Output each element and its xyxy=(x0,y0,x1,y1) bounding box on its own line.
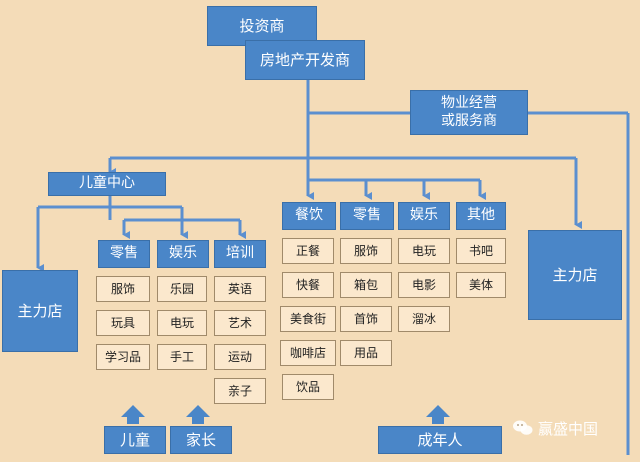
anchor-store-left: 主力店 xyxy=(2,270,78,352)
children-center-box: 儿童中心 xyxy=(48,172,166,196)
adult-group-label: 娱乐 xyxy=(410,207,438,224)
leaf-label: 运动 xyxy=(227,349,252,364)
child-group-retail: 零售 xyxy=(98,240,150,268)
leaf-item: 服饰 xyxy=(340,238,392,264)
leaf-label: 箱包 xyxy=(353,277,378,292)
adult-group-retail: 零售 xyxy=(340,202,394,230)
leaf-item: 亲子 xyxy=(214,378,266,404)
audience-child-label: 儿童 xyxy=(119,430,150,449)
leaf-item: 首饰 xyxy=(340,306,392,332)
investor-box: 投资商 xyxy=(207,6,317,46)
developer-box: 房地产开发商 xyxy=(245,40,365,80)
adult-group-dining: 餐饮 xyxy=(282,202,336,230)
leaf-label: 书吧 xyxy=(468,243,493,258)
property-mgmt-label: 物业经营 或服务商 xyxy=(441,95,497,129)
leaf-label: 美食街 xyxy=(289,311,326,326)
anchor-store-right-label: 主力店 xyxy=(552,265,598,284)
investor-label: 投资商 xyxy=(239,16,285,35)
leaf-label: 英语 xyxy=(227,281,252,296)
audience-parent-label: 家长 xyxy=(185,430,216,449)
leaf-item: 电影 xyxy=(398,272,450,298)
leaf-item: 快餐 xyxy=(282,272,334,298)
leaf-label: 艺术 xyxy=(227,315,252,330)
adult-group-label: 其他 xyxy=(467,207,495,224)
leaf-item: 箱包 xyxy=(340,272,392,298)
leaf-item: 玩具 xyxy=(96,310,150,336)
leaf-label: 手工 xyxy=(169,349,194,364)
audience-adult-label: 成年人 xyxy=(417,430,463,449)
parent-up-arrow xyxy=(186,405,210,424)
leaf-label: 服饰 xyxy=(353,243,378,258)
leaf-item: 艺术 xyxy=(214,310,266,336)
leaf-label: 玩具 xyxy=(110,315,135,330)
leaf-label: 快餐 xyxy=(295,277,320,292)
leaf-item: 手工 xyxy=(157,344,207,370)
child-group-training: 培训 xyxy=(214,240,266,268)
child-group-label: 培训 xyxy=(226,245,254,262)
audience-parent: 家长 xyxy=(170,426,232,454)
leaf-item: 运动 xyxy=(214,344,266,370)
leaf-label: 正餐 xyxy=(295,243,320,258)
leaf-label: 电玩 xyxy=(411,243,436,258)
leaf-item: 学习品 xyxy=(96,344,150,370)
watermark: 赢盛中国 xyxy=(512,416,632,440)
audience-adult: 成年人 xyxy=(378,426,502,454)
leaf-item: 电玩 xyxy=(398,238,450,264)
leaf-item: 正餐 xyxy=(282,238,334,264)
leaf-label: 用品 xyxy=(353,345,378,360)
leaf-label: 美体 xyxy=(468,277,493,292)
leaf-label: 电影 xyxy=(411,277,436,292)
adult-group-entertainment: 娱乐 xyxy=(398,202,450,230)
audience-child: 儿童 xyxy=(104,426,166,454)
anchor-store-right: 主力店 xyxy=(528,230,622,320)
leaf-label: 饮品 xyxy=(295,379,320,394)
adult-group-label: 零售 xyxy=(353,207,381,224)
child-up-arrow xyxy=(121,405,145,424)
property-mgmt-box: 物业经营 或服务商 xyxy=(410,90,528,135)
watermark-text: 赢盛中国 xyxy=(538,419,599,438)
leaf-label: 首饰 xyxy=(353,311,378,326)
leaf-item: 咖啡店 xyxy=(280,340,336,366)
leaf-label: 服饰 xyxy=(110,281,135,296)
adult-group-other: 其他 xyxy=(456,202,506,230)
child-group-label: 零售 xyxy=(110,245,138,262)
leaf-label: 溜冰 xyxy=(411,311,436,326)
leaf-item: 电玩 xyxy=(157,310,207,336)
leaf-label: 咖啡店 xyxy=(289,345,326,360)
leaf-item: 用品 xyxy=(340,340,392,366)
leaf-label: 亲子 xyxy=(227,383,252,398)
adult-up-arrow xyxy=(426,405,450,424)
leaf-item: 溜冰 xyxy=(398,306,450,332)
developer-label: 房地产开发商 xyxy=(259,50,350,69)
leaf-item: 美体 xyxy=(456,272,506,298)
adult-group-label: 餐饮 xyxy=(295,207,323,224)
leaf-item: 英语 xyxy=(214,276,266,302)
leaf-item: 服饰 xyxy=(96,276,150,302)
leaf-label: 乐园 xyxy=(169,281,194,296)
child-group-entertainment: 娱乐 xyxy=(157,240,209,268)
children-center-label: 儿童中心 xyxy=(79,175,135,192)
leaf-item: 书吧 xyxy=(456,238,506,264)
leaf-item: 美食街 xyxy=(280,306,336,332)
child-group-label: 娱乐 xyxy=(169,245,197,262)
leaf-label: 学习品 xyxy=(104,349,141,364)
anchor-store-left-label: 主力店 xyxy=(17,301,63,320)
leaf-item: 乐园 xyxy=(157,276,207,302)
wechat-icon xyxy=(513,420,533,435)
leaf-item: 饮品 xyxy=(282,374,334,400)
leaf-label: 电玩 xyxy=(169,315,194,330)
